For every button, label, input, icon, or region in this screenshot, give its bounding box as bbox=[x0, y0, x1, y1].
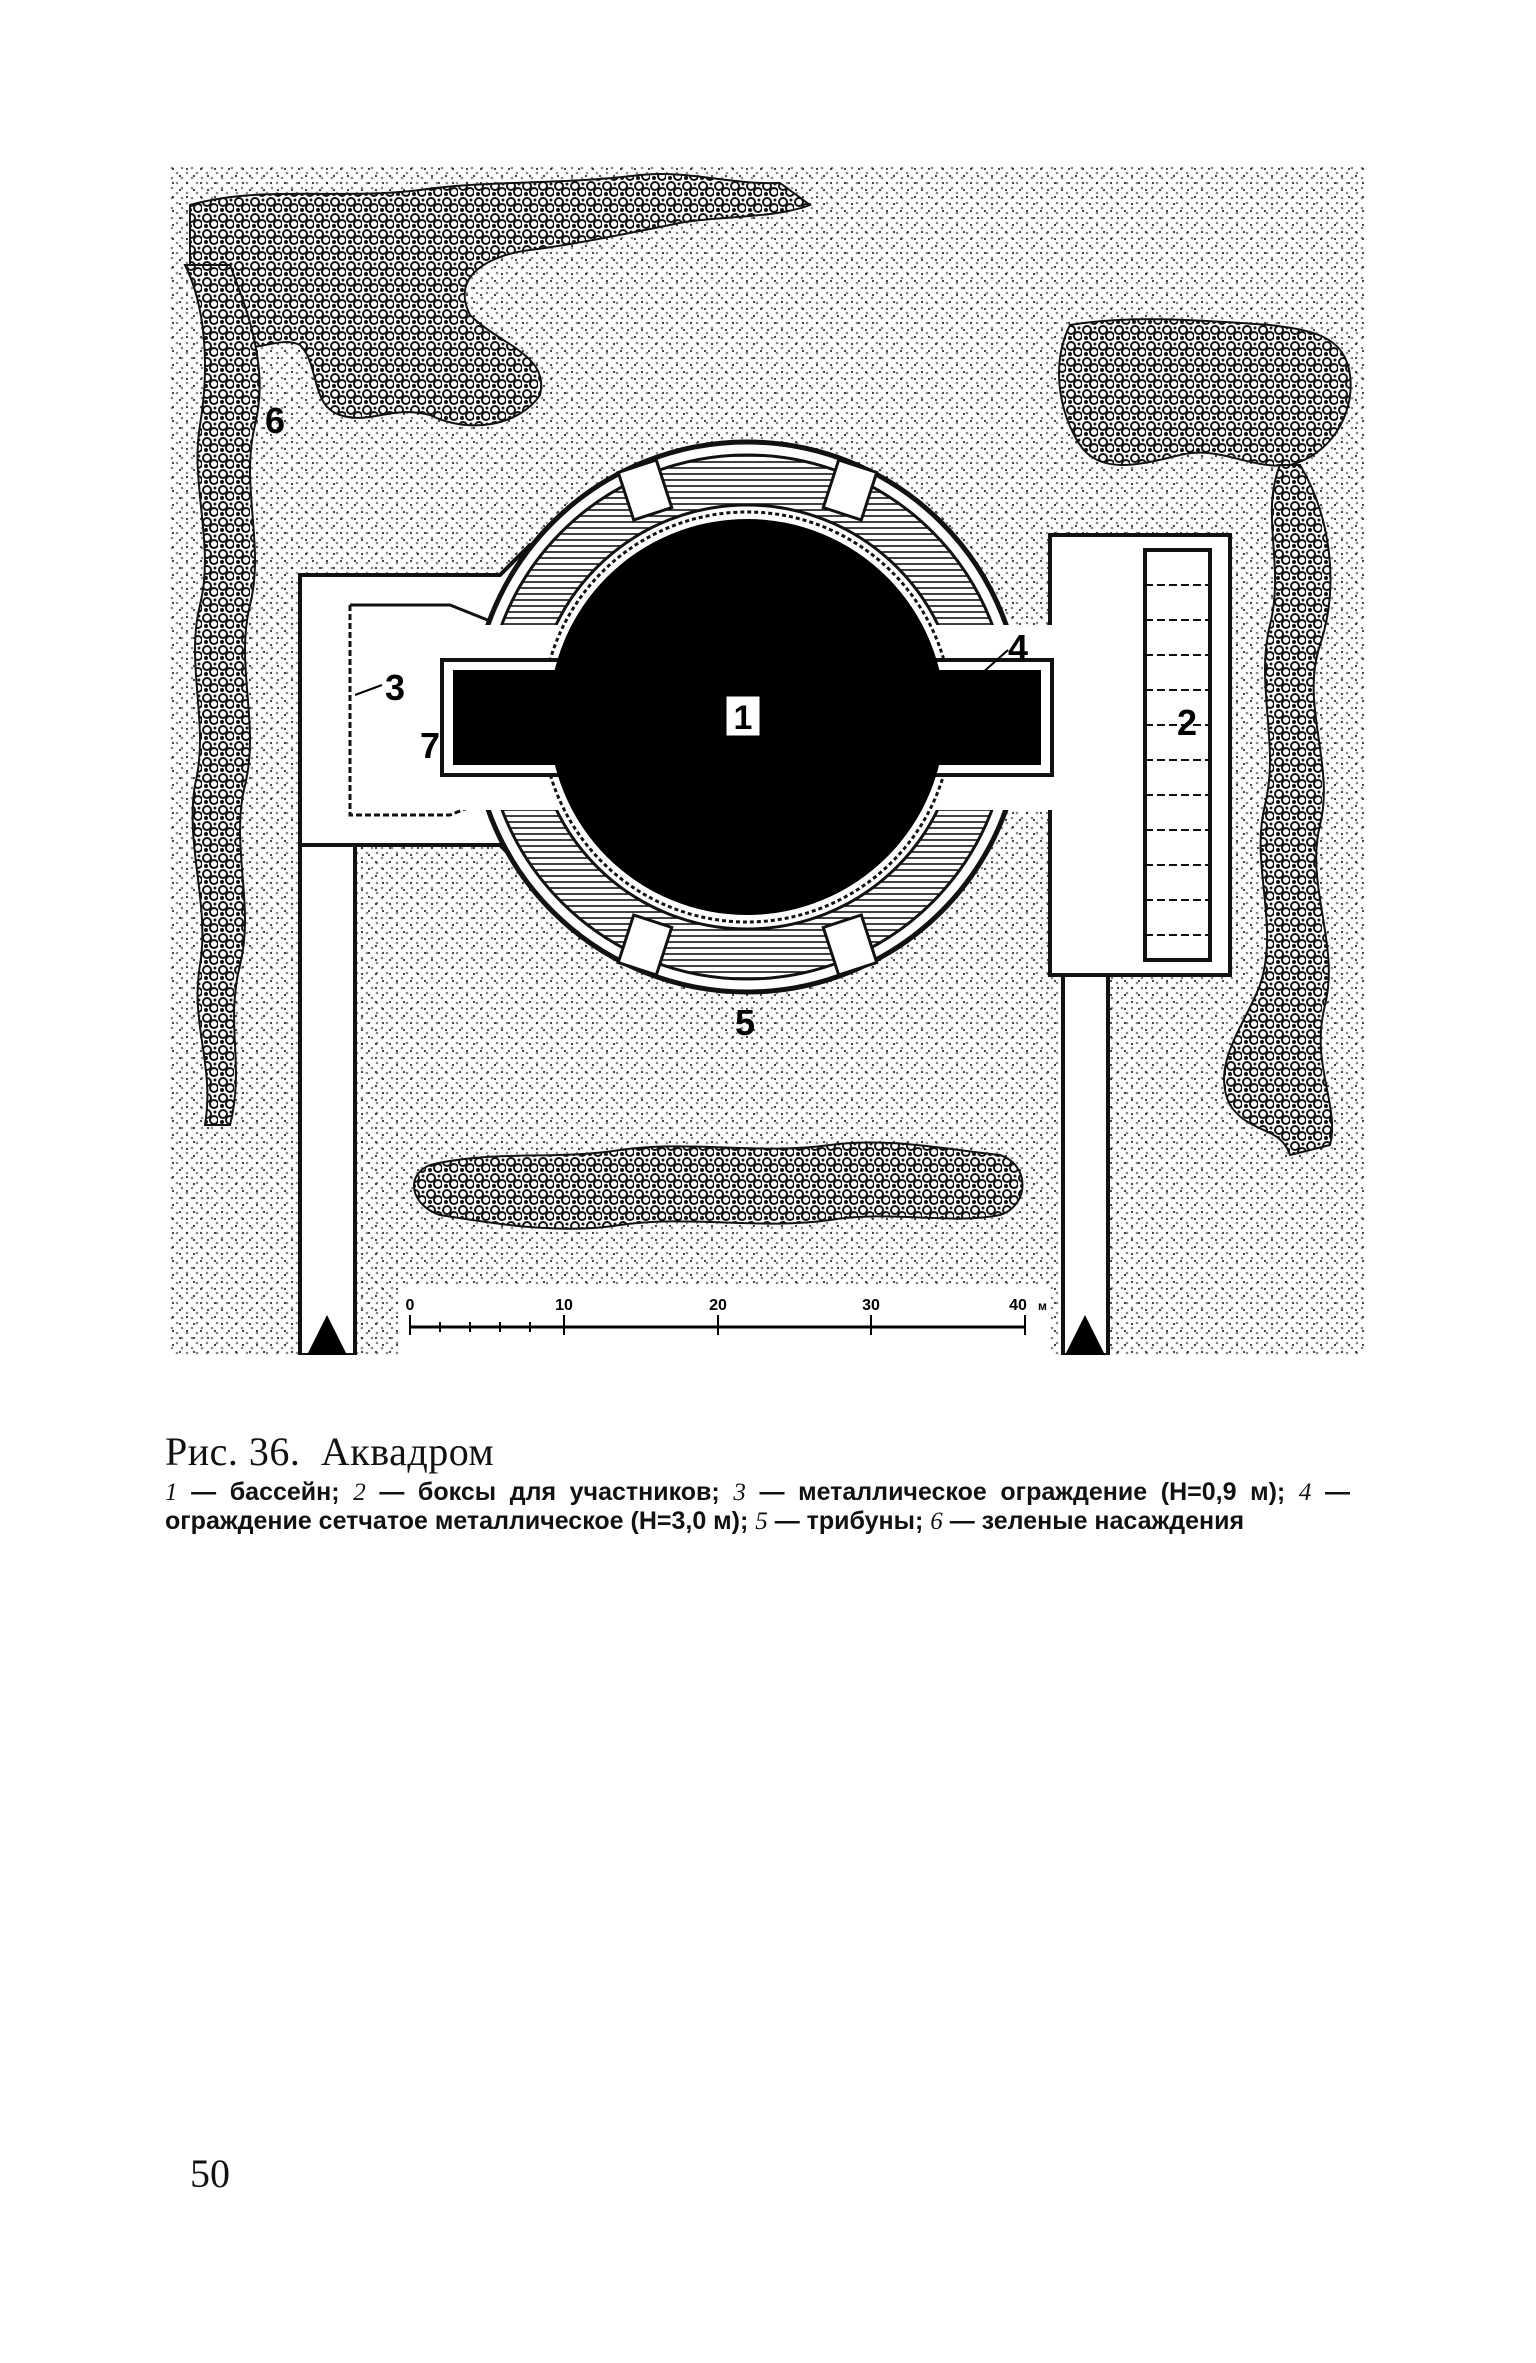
scale-tick-10: 10 bbox=[555, 1297, 573, 1314]
legend-num: 4 bbox=[1298, 1479, 1312, 1506]
participant-boxes bbox=[1143, 548, 1212, 962]
greenery-area bbox=[183, 172, 1352, 1230]
scale-tick-0: 0 bbox=[406, 1297, 415, 1314]
right-walkway bbox=[1061, 963, 1110, 1355]
scale-unit: м bbox=[1038, 1299, 1047, 1313]
figure-number: Рис. 36. bbox=[165, 1429, 301, 1474]
label-entry: 7 bbox=[420, 725, 440, 766]
scale-bar: 0 10 20 30 40 м bbox=[400, 1285, 1050, 1355]
entry-arrow-icon bbox=[1065, 1315, 1105, 1355]
legend-num: 6 bbox=[930, 1508, 943, 1535]
label-greenery: 6 bbox=[265, 400, 285, 441]
legend-text: — металлическое ограждение (Н=0,9 м); bbox=[745, 1478, 1299, 1506]
scale-tick-30: 30 bbox=[862, 1297, 880, 1314]
aquadrome-plan-figure: 1 2 3 4 5 6 7 bbox=[170, 165, 1365, 1355]
figure-legend: 1 — бассейн; 2 — боксы для участников; 3… bbox=[165, 1478, 1350, 1536]
scale-tick-40: 40 bbox=[1009, 1297, 1027, 1314]
label-boxes: 2 bbox=[1177, 702, 1197, 743]
label-pool: 1 bbox=[734, 699, 753, 737]
label-fence-metal: 3 bbox=[385, 667, 405, 708]
label-fence-mesh: 4 bbox=[1008, 627, 1028, 668]
legend-text: — боксы для участников; bbox=[365, 1478, 734, 1506]
legend-num: 3 bbox=[733, 1479, 746, 1506]
legend-text: — бассейн; bbox=[177, 1478, 354, 1506]
legend-text: — трибуны; bbox=[767, 1507, 931, 1535]
legend-num: 1 bbox=[165, 1479, 178, 1506]
scale-tick-20: 20 bbox=[709, 1297, 727, 1314]
aquadrome-plan-drawing: 1 2 3 4 5 6 7 bbox=[170, 165, 1365, 1355]
legend-text: — зеленые насаждения bbox=[942, 1507, 1245, 1535]
legend-num: 2 bbox=[353, 1479, 366, 1506]
figure-labels: 1 2 3 4 5 6 7 bbox=[265, 400, 1197, 1043]
legend-num: 5 bbox=[755, 1508, 768, 1535]
figure-title: Аквадром bbox=[320, 1429, 495, 1474]
legend-text: — ограждение сетчатое металлическое (Н=3… bbox=[165, 1478, 1350, 1535]
figure-caption-title: Рис. 36. Аквадром bbox=[165, 1428, 494, 1475]
entry-arrow-icon bbox=[307, 1315, 347, 1355]
page-number: 50 bbox=[190, 2151, 230, 2196]
label-stands: 5 bbox=[735, 1002, 755, 1043]
